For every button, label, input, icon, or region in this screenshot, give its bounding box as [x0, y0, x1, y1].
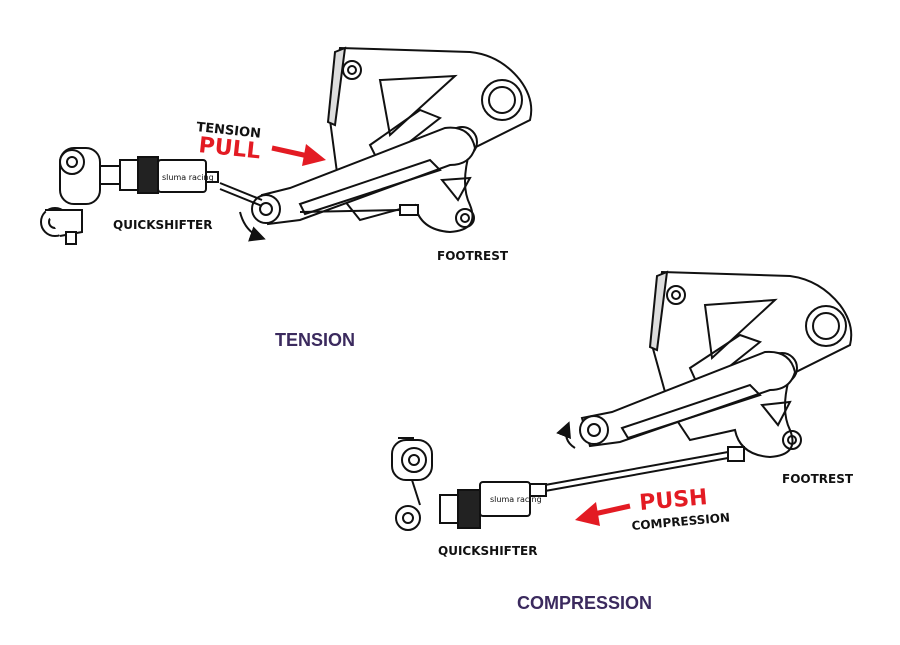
quickshifter-label-bottom: QUICKSHIFTER	[438, 544, 538, 558]
brand-logo-bottom: sluma racing	[490, 495, 542, 504]
footrest-label-bottom: FOOTREST	[782, 472, 854, 486]
shift-lever-top	[239, 126, 477, 242]
pull-action-label: PULL	[197, 133, 261, 164]
bottom-scene: sluma racing PUSH COMPRESSION QUICKSHIFT…	[391, 270, 854, 558]
quickshifter-top: sluma racing	[99, 156, 219, 194]
top-scene: sluma racing TENSION PULL QUICKSHIFTER F…	[40, 46, 533, 263]
rod-end-clamp-bottom	[391, 437, 433, 531]
tension-direction-label: TENSION	[196, 120, 262, 142]
rod-end-clamp-top	[40, 147, 101, 245]
footrest-label-top: FOOTREST	[437, 249, 509, 263]
arrow-right-icon	[271, 144, 326, 166]
arrow-left-icon	[575, 502, 631, 526]
tension-caption: TENSION	[275, 330, 355, 350]
quickshifter-bottom: sluma racing	[439, 481, 547, 529]
quickshifter-label-top: QUICKSHIFTER	[113, 218, 213, 232]
linkage-rod-bottom	[544, 446, 745, 492]
compression-caption: COMPRESSION	[517, 593, 652, 613]
push-action-label: PUSH	[638, 485, 708, 516]
linkage-rod-top	[219, 182, 419, 216]
brand-logo-top: sluma racing	[162, 173, 214, 182]
shift-lever-bottom	[556, 350, 797, 449]
